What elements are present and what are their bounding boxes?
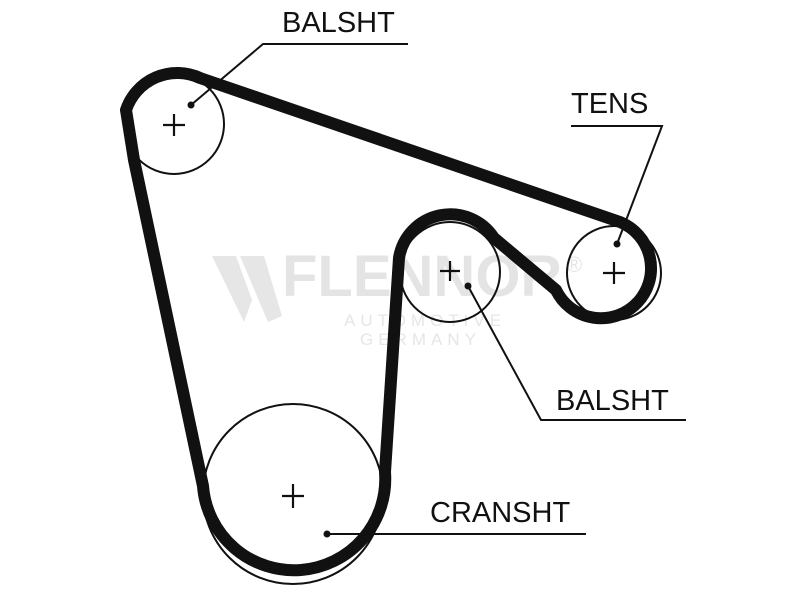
label-balsht-top: BALSHT: [282, 7, 395, 39]
center-mark-icon-balsht-mid: [440, 261, 460, 281]
leader-dot-balsht-top: [187, 101, 195, 109]
watermark-logo-icon: [212, 256, 252, 322]
watermark-line1: AUTOMOTIVE: [344, 311, 506, 330]
leader-dot-cransht: [323, 530, 331, 538]
center-mark-icon-cransht: [282, 484, 304, 508]
center-mark-icon-balsht-top: [163, 114, 185, 136]
watermark-logo-icon-2: [240, 256, 282, 322]
leader-balsht-top: [190, 43, 408, 106]
timing-belt: [120, 66, 658, 577]
label-cransht: CRANSHT: [430, 497, 570, 529]
leader-dot-tens: [613, 240, 621, 248]
leader-balsht-mid: [467, 285, 686, 421]
leader-dot-balsht-mid: [464, 282, 472, 290]
watermark-line2: GERMANY: [360, 330, 481, 349]
label-tens: TENS: [571, 88, 648, 120]
center-mark-icon-tens: [603, 262, 625, 284]
leader-tens: [571, 125, 664, 245]
label-balsht-mid: BALSHT: [556, 385, 669, 417]
